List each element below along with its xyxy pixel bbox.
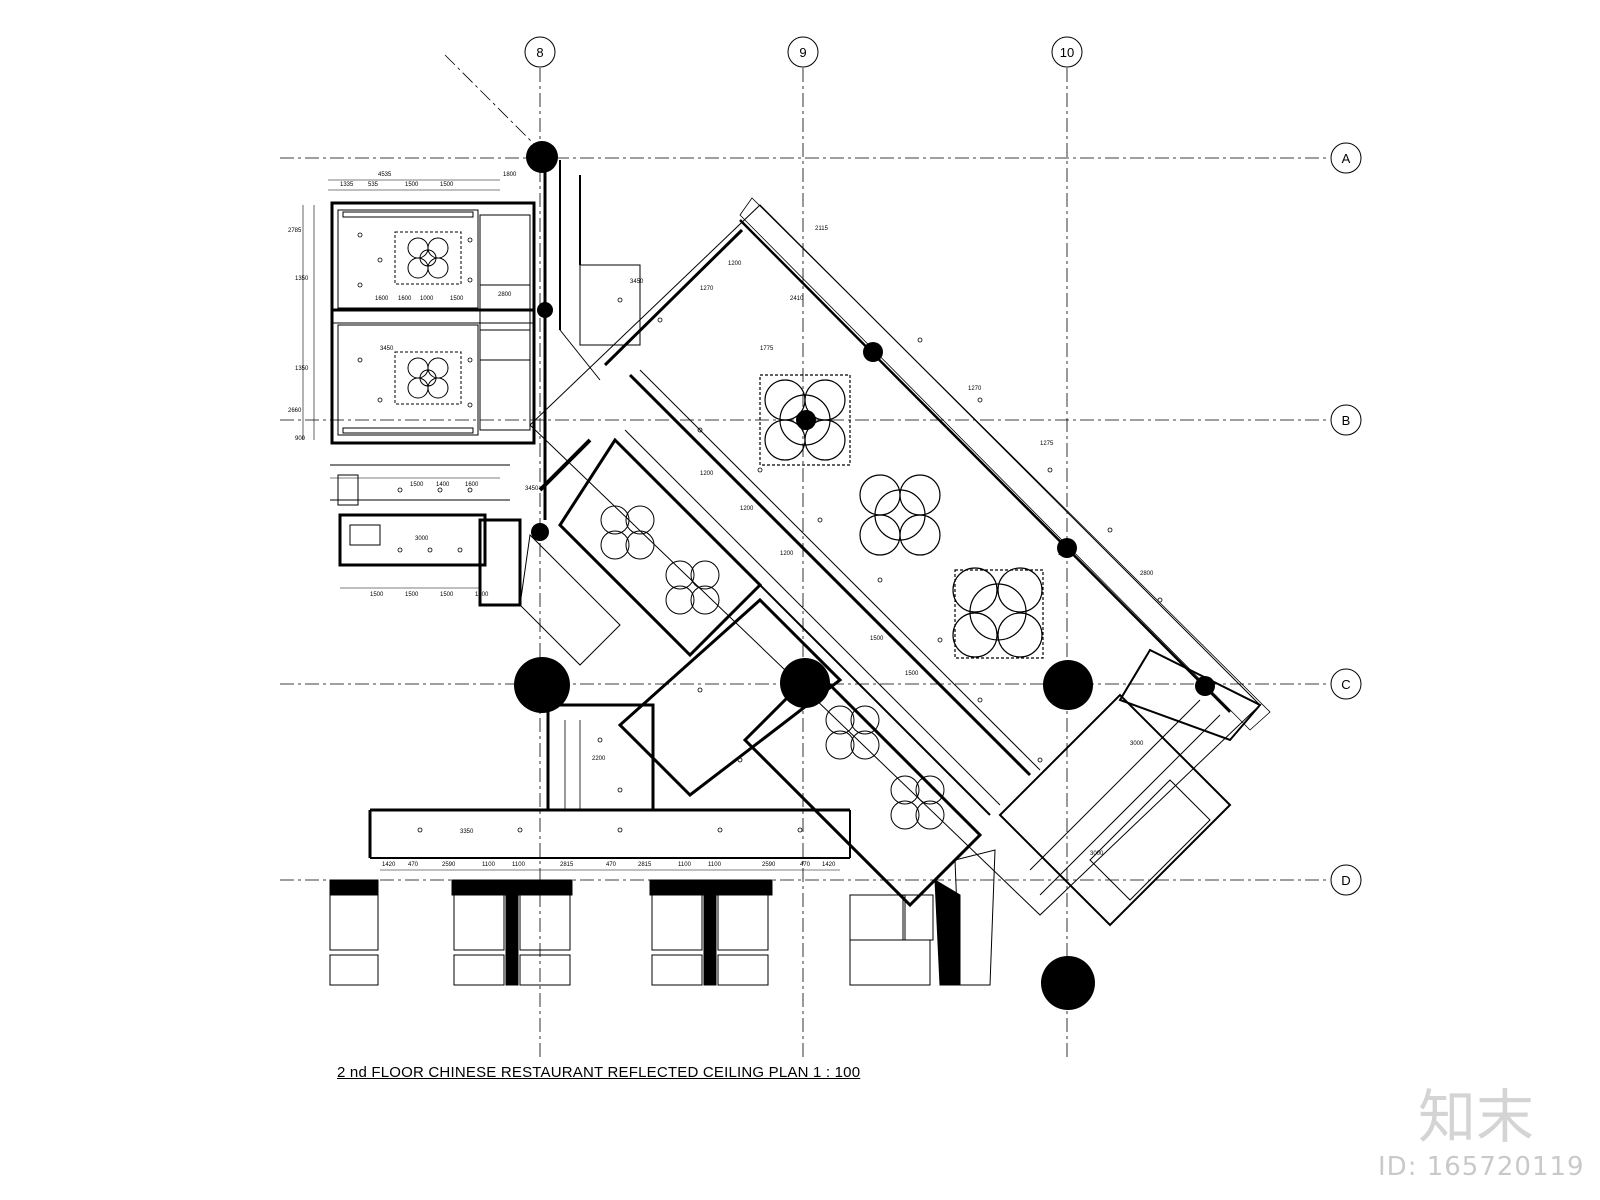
dim-level-3: 3450 xyxy=(525,486,539,492)
column-c9 xyxy=(780,658,830,708)
grid-bubble-8 xyxy=(524,36,556,68)
dim-bottom-1: 1420 xyxy=(382,862,396,868)
dim-bottom-3: 2590 xyxy=(442,862,456,868)
grid-label-row-d: D xyxy=(1341,873,1350,888)
ceiling-fixtures xyxy=(357,232,1163,833)
grid-bubble-b xyxy=(1330,404,1362,436)
dim-bottom-10: 1100 xyxy=(708,862,722,868)
dim-left-2: 1350 xyxy=(295,276,309,282)
dim-left-3: 1350 xyxy=(295,366,309,372)
column-small-6 xyxy=(1195,676,1215,696)
grid-lines xyxy=(280,54,1330,1060)
dim-top-1: 4535 xyxy=(378,172,392,178)
column-d10 xyxy=(1041,956,1095,1010)
watermark-logo: 知末 xyxy=(1418,1083,1535,1151)
grid-label-col-10: 10 xyxy=(1060,45,1074,60)
column-c10 xyxy=(1043,660,1093,710)
column-small-3 xyxy=(863,342,883,362)
dim-top-4: 1500 xyxy=(405,182,419,188)
dim-bottom-12: 470 xyxy=(800,862,811,868)
dim-diag-1: 1775 xyxy=(760,346,774,352)
dim-level-6: 2200 xyxy=(592,756,606,762)
dim-diag-4: 2410 xyxy=(790,296,804,302)
dim-room-3: 1000 xyxy=(420,296,434,302)
dim-room-5: 1400 xyxy=(436,482,450,488)
dim-corridor-4: 1500 xyxy=(475,592,489,598)
dim-top-2: 1335 xyxy=(340,182,354,188)
dim-corridor-3: 1500 xyxy=(440,592,454,598)
structural-columns xyxy=(514,141,1215,1010)
dim-diag-2: 1270 xyxy=(700,286,714,292)
column-a8 xyxy=(526,141,558,173)
dim-bottom-4: 1100 xyxy=(482,862,496,868)
grid-bubble-d xyxy=(1330,864,1362,896)
dim-level-2: 3450 xyxy=(630,279,644,285)
dim-diag-13: 2800 xyxy=(1140,571,1154,577)
watermark-id: ID: 165720119 xyxy=(1378,1152,1585,1182)
grid-bubble-c xyxy=(1330,668,1362,700)
lift-bays xyxy=(329,849,996,986)
dim-corridor-1: 1500 xyxy=(370,592,384,598)
drawing-title: 2 nd FLOOR CHINESE RESTAURANT REFLECTED … xyxy=(337,1064,861,1081)
dim-diag-12: 2115 xyxy=(815,226,829,232)
dim-level-7: 3000 xyxy=(1130,741,1144,747)
diagonal-private-rooms xyxy=(519,437,1262,927)
dim-diag-6: 1275 xyxy=(1040,441,1054,447)
dim-level-9: 2800 xyxy=(498,292,512,298)
left-private-rooms xyxy=(330,201,536,445)
grid-label-col-8: 8 xyxy=(536,45,543,60)
shaft-walls xyxy=(543,160,641,520)
dim-diag-8: 1200 xyxy=(740,506,754,512)
column-c8 xyxy=(514,657,570,713)
dim-diag-3: 1200 xyxy=(728,261,742,267)
dim-left-5: 900 xyxy=(295,436,306,442)
dim-bottom-2: 470 xyxy=(408,862,419,868)
dim-bottom-5: 1100 xyxy=(512,862,526,868)
grid-label-row-b: B xyxy=(1342,413,1351,428)
column-small-5 xyxy=(1057,538,1077,558)
grid-bubble-9 xyxy=(787,36,819,68)
dim-room-7: 1500 xyxy=(450,296,464,302)
dim-top-5: 1500 xyxy=(440,182,454,188)
grid-bubbles xyxy=(524,36,1362,896)
grid-label-row-c: C xyxy=(1341,677,1350,692)
dim-room-6: 1600 xyxy=(465,482,479,488)
grid-bubble-a xyxy=(1330,142,1362,174)
dim-top-6: 1800 xyxy=(503,172,517,178)
dim-bottom-9: 1100 xyxy=(678,862,692,868)
main-dining-hall xyxy=(529,197,1271,916)
left-service-rooms xyxy=(330,464,522,607)
grid-bubble-10 xyxy=(1051,36,1083,68)
column-small-4 xyxy=(796,410,816,430)
dim-diag-7: 1200 xyxy=(700,471,714,477)
dim-room-2: 1600 xyxy=(398,296,412,302)
dim-diag-11: 1500 xyxy=(905,671,919,677)
dim-diag-10: 1500 xyxy=(870,636,884,642)
dim-level-4: 3000 xyxy=(415,536,429,542)
dim-top-3: 535 xyxy=(368,182,379,188)
dim-diag-9: 1200 xyxy=(780,551,794,557)
dim-room-1: 1600 xyxy=(375,296,389,302)
dim-level-8: 3000 xyxy=(1090,851,1104,857)
dim-level-1: 3450 xyxy=(380,346,394,352)
dim-left-4: 2660 xyxy=(288,408,302,414)
dim-diag-5: 1270 xyxy=(968,386,982,392)
dim-bottom-6: 2815 xyxy=(560,862,574,868)
dim-level-5: 3350 xyxy=(460,829,474,835)
dim-bottom-7: 470 xyxy=(606,862,617,868)
lower-middle-rooms xyxy=(368,703,851,871)
grid-label-row-a: A xyxy=(1342,151,1351,166)
dim-bottom-11: 2590 xyxy=(762,862,776,868)
dim-corridor-2: 1500 xyxy=(405,592,419,598)
grid-label-col-9: 9 xyxy=(799,45,806,60)
dim-left-1: 2785 xyxy=(288,228,302,234)
dim-room-4: 1500 xyxy=(410,482,424,488)
dim-bottom-13: 1420 xyxy=(822,862,836,868)
column-small-1 xyxy=(537,302,553,318)
column-small-2 xyxy=(531,523,549,541)
dim-bottom-8: 2815 xyxy=(638,862,652,868)
